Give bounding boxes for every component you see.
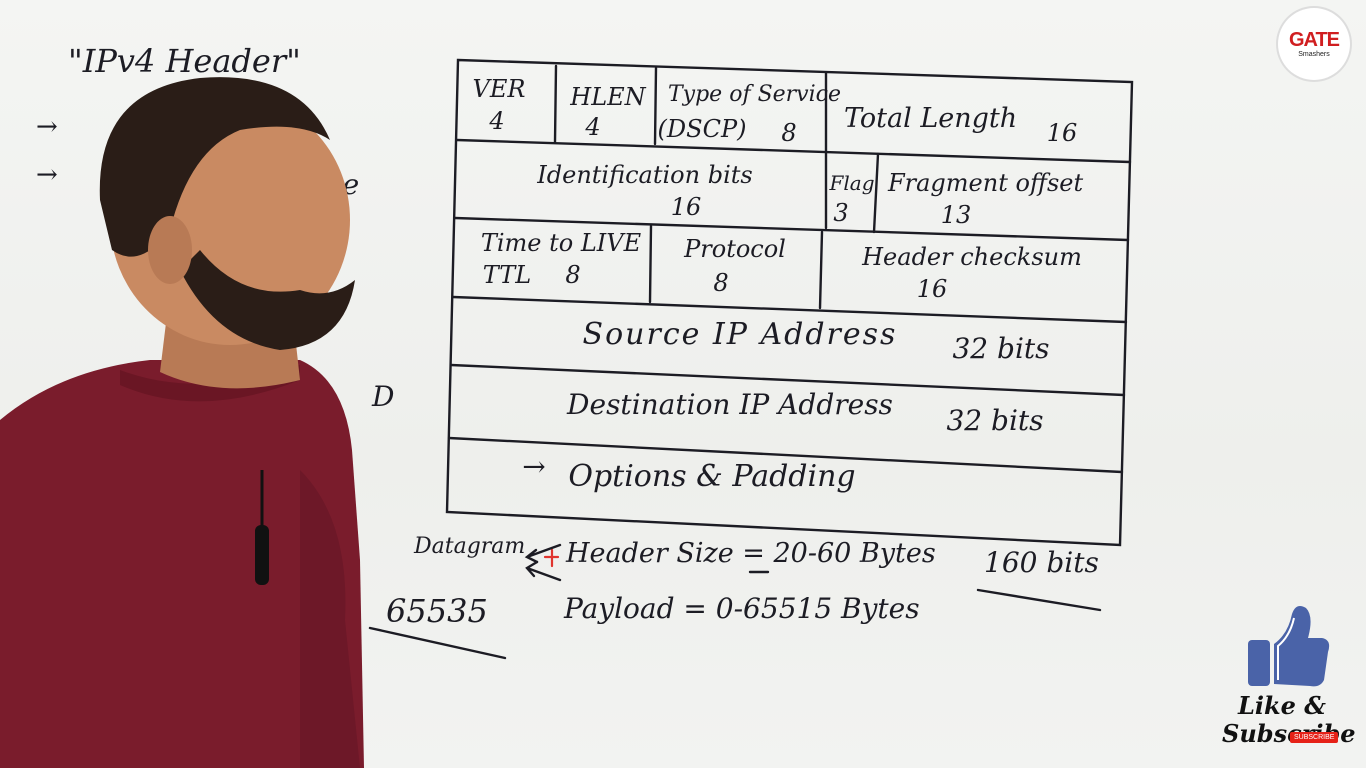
thumbs-up-icon[interactable] (1222, 600, 1342, 760)
cell-hlen-bits: 4 (585, 113, 601, 141)
cell-ttl-bits: 8 (565, 261, 581, 289)
like-line: Like & (1238, 691, 1326, 720)
cell-source-ip: Source IP Address (582, 317, 898, 352)
arrow-bullet-2: → (36, 160, 58, 190)
cell-options-padding: Options & Padding (568, 459, 856, 494)
note-header-size: Header Size = 20-60 Bytes (566, 538, 936, 569)
cell-tos-bits: 8 (781, 119, 797, 147)
cell-flag: Flag (829, 171, 875, 195)
cell-time-to-live: Time to LIVE (480, 229, 642, 257)
note-65535: 65535 (386, 592, 488, 630)
note-160-bits: 160 bits (984, 546, 1099, 579)
cell-type-of-service: Type of Service (668, 82, 841, 107)
cell-ver: VER (472, 75, 526, 103)
cell-protocol-bits: 8 (713, 269, 729, 297)
cell-checksum-bits: 16 (916, 275, 948, 303)
cell-destination-ip: Destination IP Address (567, 388, 893, 421)
cell-source-bits: 32 bits (952, 332, 1050, 365)
cell-fragment-bits: 13 (940, 201, 972, 229)
cell-ttl: TTL (482, 261, 532, 289)
arrow-bullet-1: → (36, 112, 58, 142)
lapel-mic (255, 525, 269, 585)
board-side-letter: D (372, 380, 395, 413)
cell-flag-bits: 3 (833, 199, 849, 227)
note-payload: Payload = 0-65515 Bytes (564, 592, 920, 625)
subscribe-badge[interactable]: SUBSCRIBE (1290, 732, 1339, 743)
cell-hlen: HLEN (570, 83, 646, 111)
channel-logo[interactable]: GATE Smashers (1278, 8, 1350, 80)
cell-options-arrow: → (522, 450, 546, 483)
cell-total-length: Total Length (844, 103, 1018, 134)
cell-total-length-bits: 16 (1046, 119, 1078, 147)
cell-protocol: Protocol (684, 235, 786, 263)
cell-identification: Identification bits (537, 161, 753, 189)
cell-destination-bits: 32 bits (946, 404, 1044, 437)
cell-header-checksum: Header checksum (862, 243, 1082, 271)
logo-mark: GATE (1288, 28, 1340, 51)
board-title: "IPv4 Header" (68, 42, 301, 80)
cell-ver-bits: 4 (489, 107, 505, 135)
note-datagram: Datagram (414, 534, 526, 559)
cell-dscp: (DSCP) (657, 115, 747, 143)
cell-fragment-offset: Fragment offset (888, 169, 1084, 197)
cell-identification-bits: 16 (670, 193, 702, 221)
logo-subtitle: Smashers (1298, 50, 1330, 58)
